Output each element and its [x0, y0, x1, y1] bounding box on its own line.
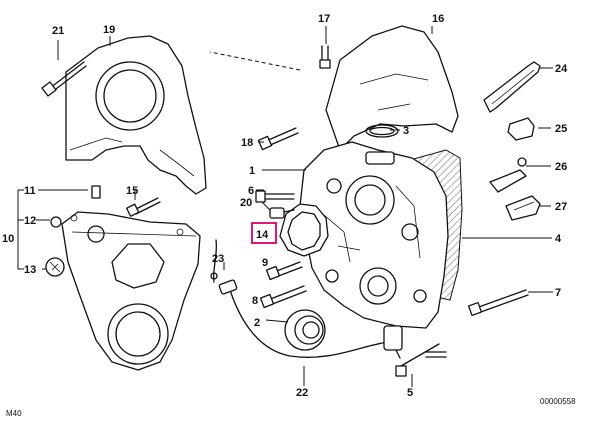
bolt-9	[265, 261, 303, 281]
callout-18: 18	[241, 137, 253, 149]
clip-26	[489, 157, 527, 193]
callout-25: 25	[555, 123, 567, 135]
bolt-6	[255, 190, 295, 203]
callout-14: 14	[256, 229, 269, 241]
seal-13	[45, 257, 65, 277]
callout-15: 15	[126, 185, 138, 197]
callout-13: 13	[24, 264, 36, 276]
clip-27	[505, 195, 541, 221]
sensor-20	[269, 207, 295, 219]
callout-labels: 21 19 17 16 24 3 18 25 1 26 6 20 27 14 4…	[2, 13, 568, 399]
callout-6: 6	[248, 185, 254, 197]
o-ring-3	[365, 124, 399, 138]
gasket-14	[279, 203, 329, 257]
callout-11: 11	[24, 185, 36, 197]
diagram-number: 00000558	[540, 397, 576, 406]
upper-timing-cover-right	[325, 25, 459, 151]
callout-16: 16	[432, 13, 444, 25]
callout-19: 19	[103, 24, 115, 36]
callout-3: 3	[403, 125, 409, 137]
model-code: M40	[6, 409, 22, 418]
highlight-box-14	[251, 222, 277, 244]
callout-7: 7	[555, 287, 561, 299]
callout-8: 8	[252, 295, 258, 307]
lower-timing-cover-left	[61, 211, 201, 371]
clip-25	[507, 117, 535, 141]
callout-10: 10	[2, 233, 14, 245]
stud-17	[209, 45, 331, 71]
leader-lines	[17, 26, 553, 387]
bolt-8	[259, 285, 307, 309]
callout-27: 27	[555, 201, 567, 213]
nut-12	[50, 216, 62, 228]
callout-24: 24	[555, 63, 568, 75]
bolt-7	[467, 289, 529, 317]
lower-timing-housing	[299, 141, 449, 329]
callout-5: 5	[407, 387, 413, 399]
bolt-15	[126, 197, 161, 217]
callout-1: 1	[249, 165, 255, 177]
shaft-seal-2	[284, 309, 326, 351]
callout-26: 26	[555, 161, 567, 173]
callout-17: 17	[318, 13, 330, 25]
bracket-24	[483, 61, 541, 113]
sensor-23	[210, 272, 238, 295]
bolt-5	[395, 343, 447, 377]
part-11-tab	[91, 185, 101, 199]
callout-22: 22	[296, 387, 308, 399]
upper-timing-cover-left	[65, 35, 207, 195]
bolt-21	[41, 61, 87, 97]
callout-20: 20	[240, 197, 252, 209]
sensor-cable-22	[212, 239, 403, 359]
bolt-18	[257, 127, 299, 151]
callout-2: 2	[254, 317, 260, 329]
callout-23: 23	[212, 253, 224, 265]
callout-9: 9	[262, 257, 268, 269]
callout-21: 21	[52, 25, 64, 37]
callout-12: 12	[24, 215, 36, 227]
callout-4: 4	[555, 233, 562, 245]
